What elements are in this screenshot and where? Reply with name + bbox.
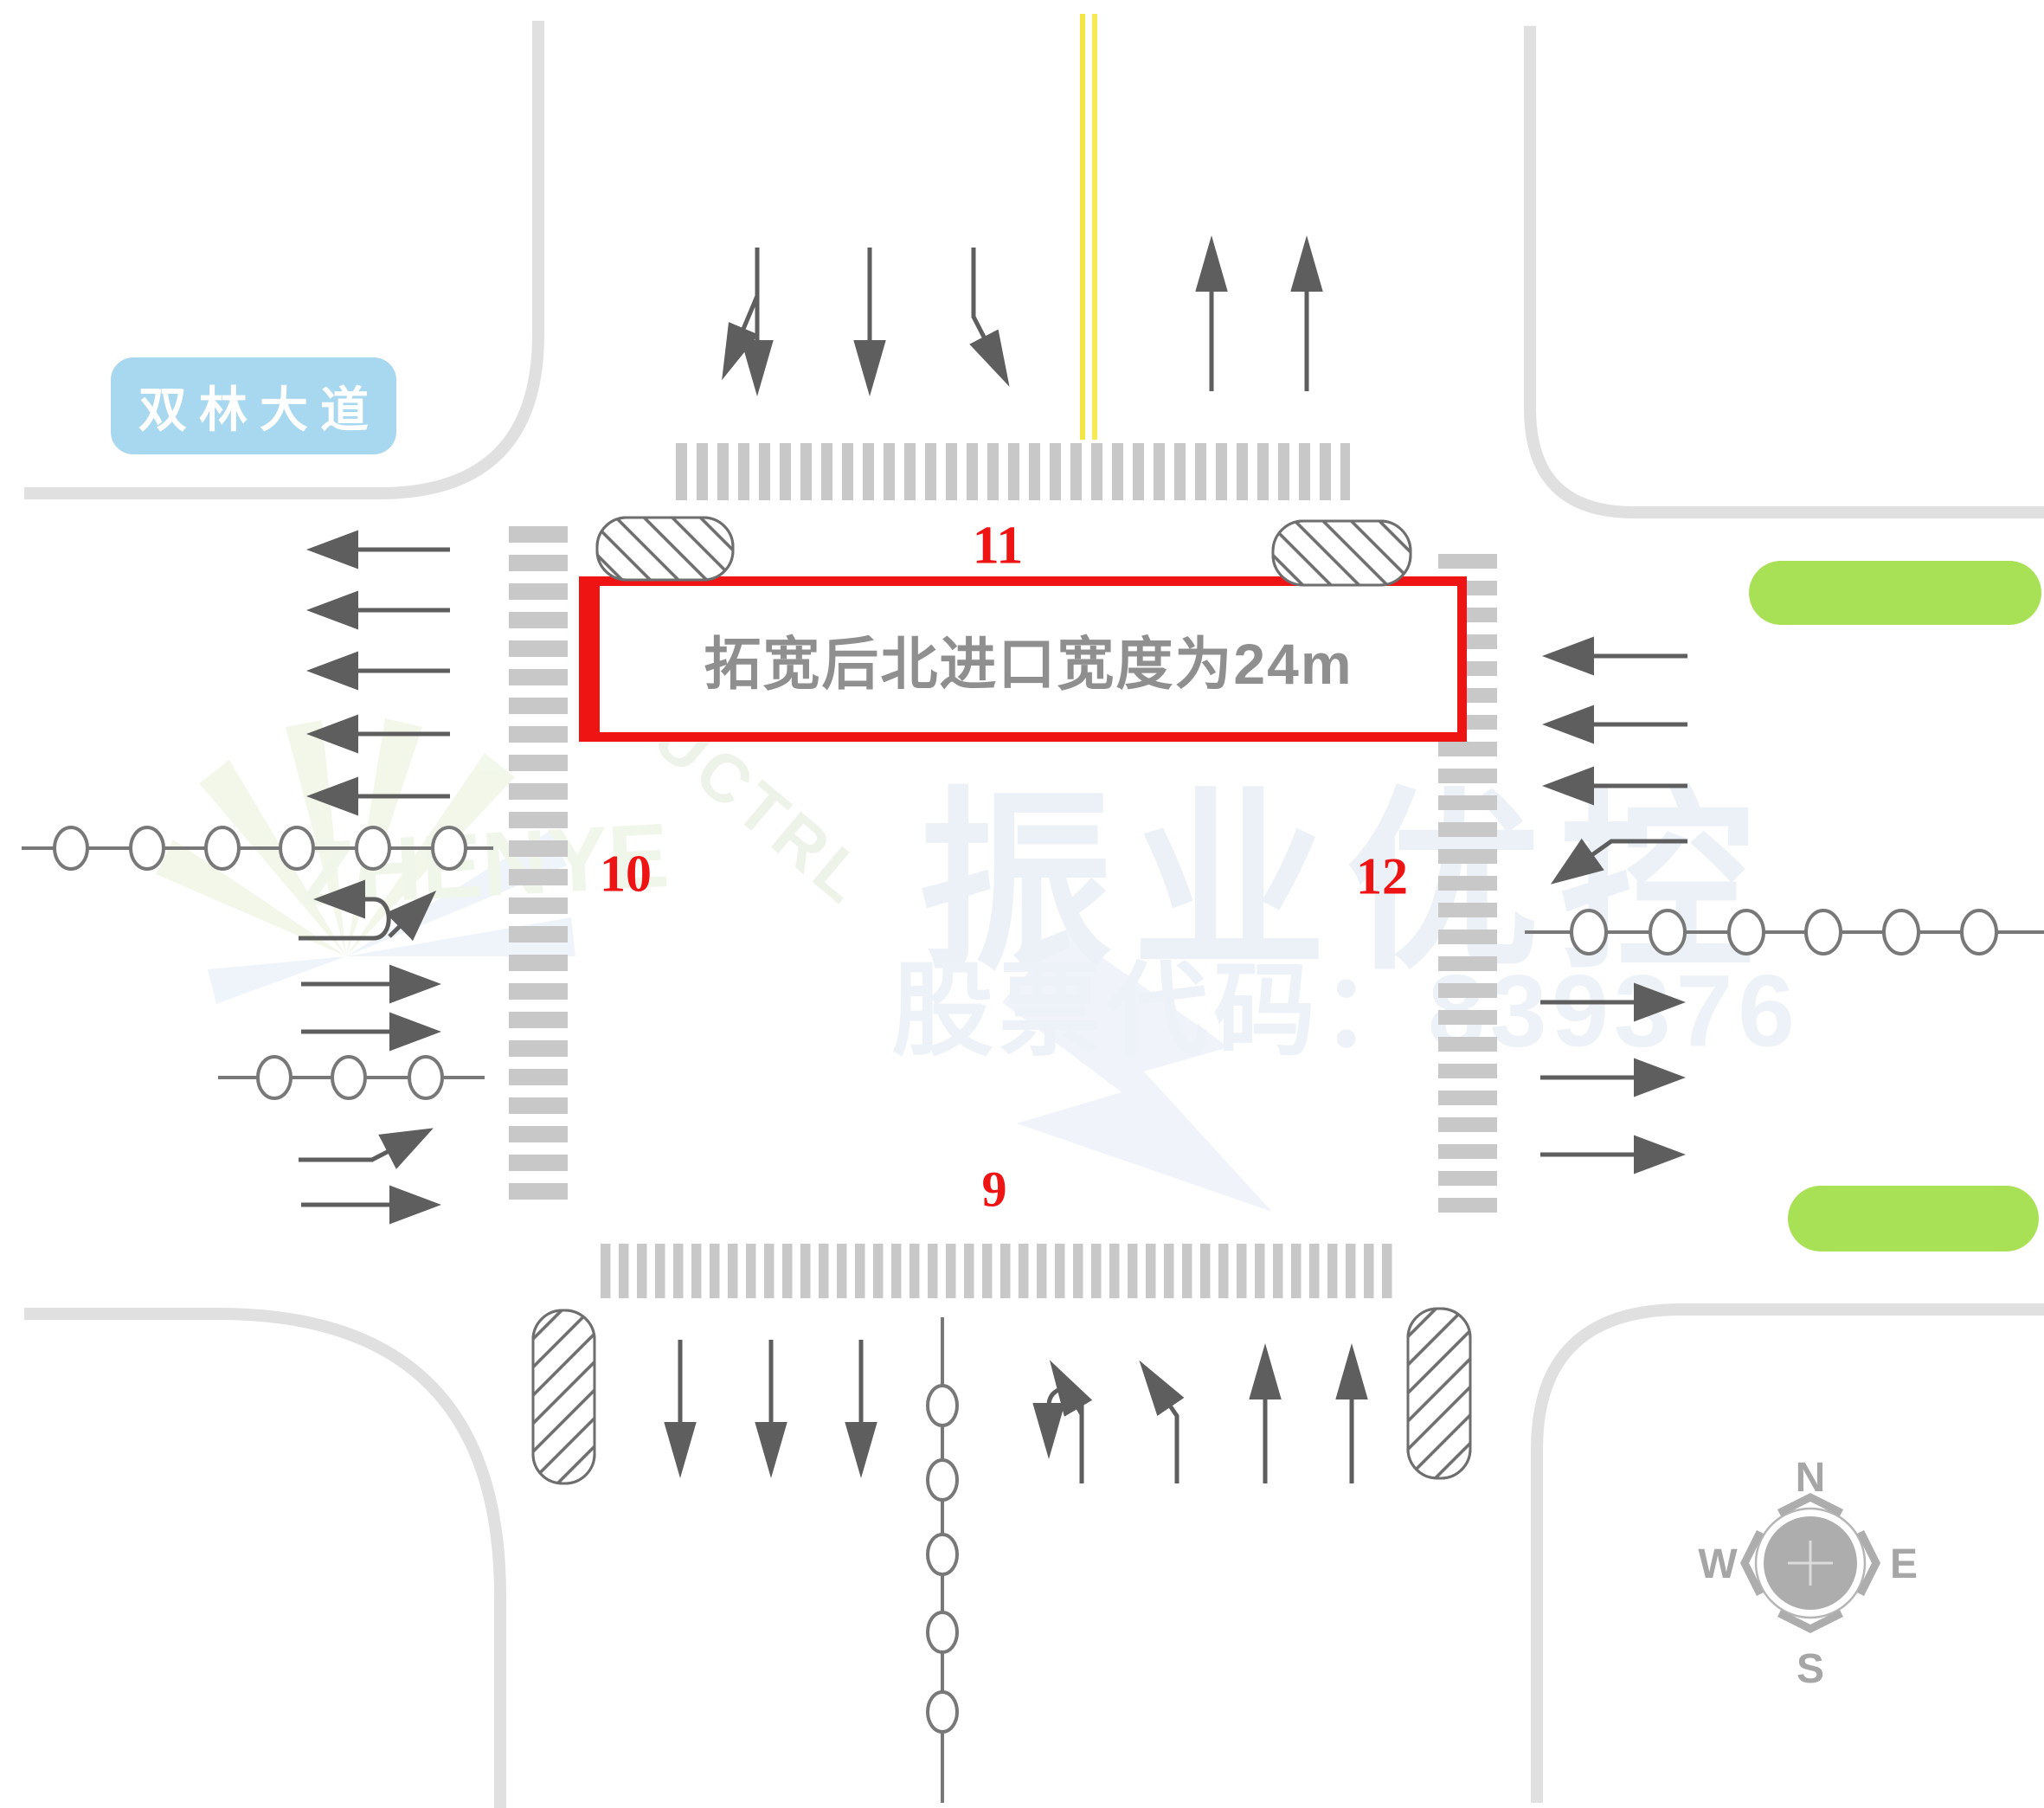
- annotation-text: 拓宽后北进口宽度为24m: [704, 631, 1353, 696]
- compass-chevron-north-icon: [1777, 1492, 1844, 1517]
- watermark-brand: 振业优控: [918, 774, 1773, 992]
- stud-line-east: [1525, 909, 2044, 955]
- arrow-south-uturn-branch: [1049, 1360, 1093, 1417]
- stud-line-west-lower: [218, 1055, 485, 1100]
- arrows-south-approach: [1032, 1343, 1368, 1483]
- crosswalks: [509, 443, 1497, 1298]
- arrow-south-left-turn: [1139, 1360, 1185, 1483]
- green-marker-east-upper: [1749, 561, 2041, 625]
- road-edge-northwest: [24, 21, 544, 499]
- arrows-west-approach: [299, 879, 441, 1225]
- island-south-east: [1406, 1307, 1472, 1480]
- road-edge-northeast: [1524, 26, 2044, 518]
- arrows-east-approach: [1542, 636, 1687, 885]
- compass-chevron-west-icon: [1739, 1529, 1764, 1597]
- phase-number-north: 11: [972, 516, 1024, 576]
- compass-label-n: N: [1796, 1455, 1826, 1501]
- crosswalk-west: [509, 526, 568, 1210]
- compass-label-e: E: [1890, 1541, 1918, 1587]
- compass-label-w: W: [1698, 1541, 1738, 1587]
- stud-line-west-upper: [22, 826, 493, 871]
- arrows-north-approach: [722, 248, 1010, 396]
- crosswalk-north: [676, 443, 1350, 500]
- compass-label-s: S: [1797, 1646, 1824, 1692]
- arrows-north-exit: [1195, 235, 1323, 391]
- green-markers: [1749, 561, 2041, 1251]
- road-edge-southeast: [1531, 1303, 2044, 1803]
- logo-lightning-icon: [1002, 930, 1272, 1212]
- compass-chevron-east-icon: [1856, 1529, 1881, 1597]
- phase-number-east: 12: [1356, 847, 1408, 905]
- arrow-west-uturn-left: [299, 879, 391, 941]
- arrows-east-exit: [1540, 982, 1686, 1174]
- island-south-west: [531, 1309, 596, 1485]
- island-north-east: [1271, 519, 1412, 587]
- arrow-west-merge: [299, 1128, 434, 1169]
- green-marker-east-lower: [1788, 1186, 2039, 1251]
- lane-arrows: [299, 235, 1687, 1483]
- double-yellow-line: [1080, 14, 1097, 440]
- arrows-west-exit: [306, 530, 450, 816]
- compass-cross-icon: [1788, 1541, 1833, 1586]
- compass: N S W E: [1698, 1455, 1918, 1692]
- annotation-box: [579, 576, 1467, 742]
- phase-number-south: 9: [981, 1161, 1007, 1218]
- compass-ring: [1754, 1507, 1867, 1619]
- stud-lines: [22, 826, 2044, 1803]
- crosswalk-south: [601, 1244, 1400, 1298]
- road-name-text: 双林大道: [138, 382, 381, 437]
- arrows-south-exit: [664, 1340, 877, 1478]
- traffic-islands: [531, 516, 1472, 1485]
- compass-chevron-south-icon: [1777, 1609, 1844, 1634]
- phase-number-west: 10: [600, 845, 652, 903]
- road-edge-southwest: [24, 1308, 506, 1808]
- road-name-label: 双林大道: [111, 357, 396, 454]
- road-edges: [24, 21, 2044, 1808]
- compass-chevrons: [1739, 1492, 1881, 1634]
- arrow-east-left-turn: [1550, 838, 1687, 885]
- island-north-west: [595, 516, 735, 582]
- arrow-west-uturn-branch: [385, 891, 437, 942]
- stud-line-south: [926, 1317, 959, 1803]
